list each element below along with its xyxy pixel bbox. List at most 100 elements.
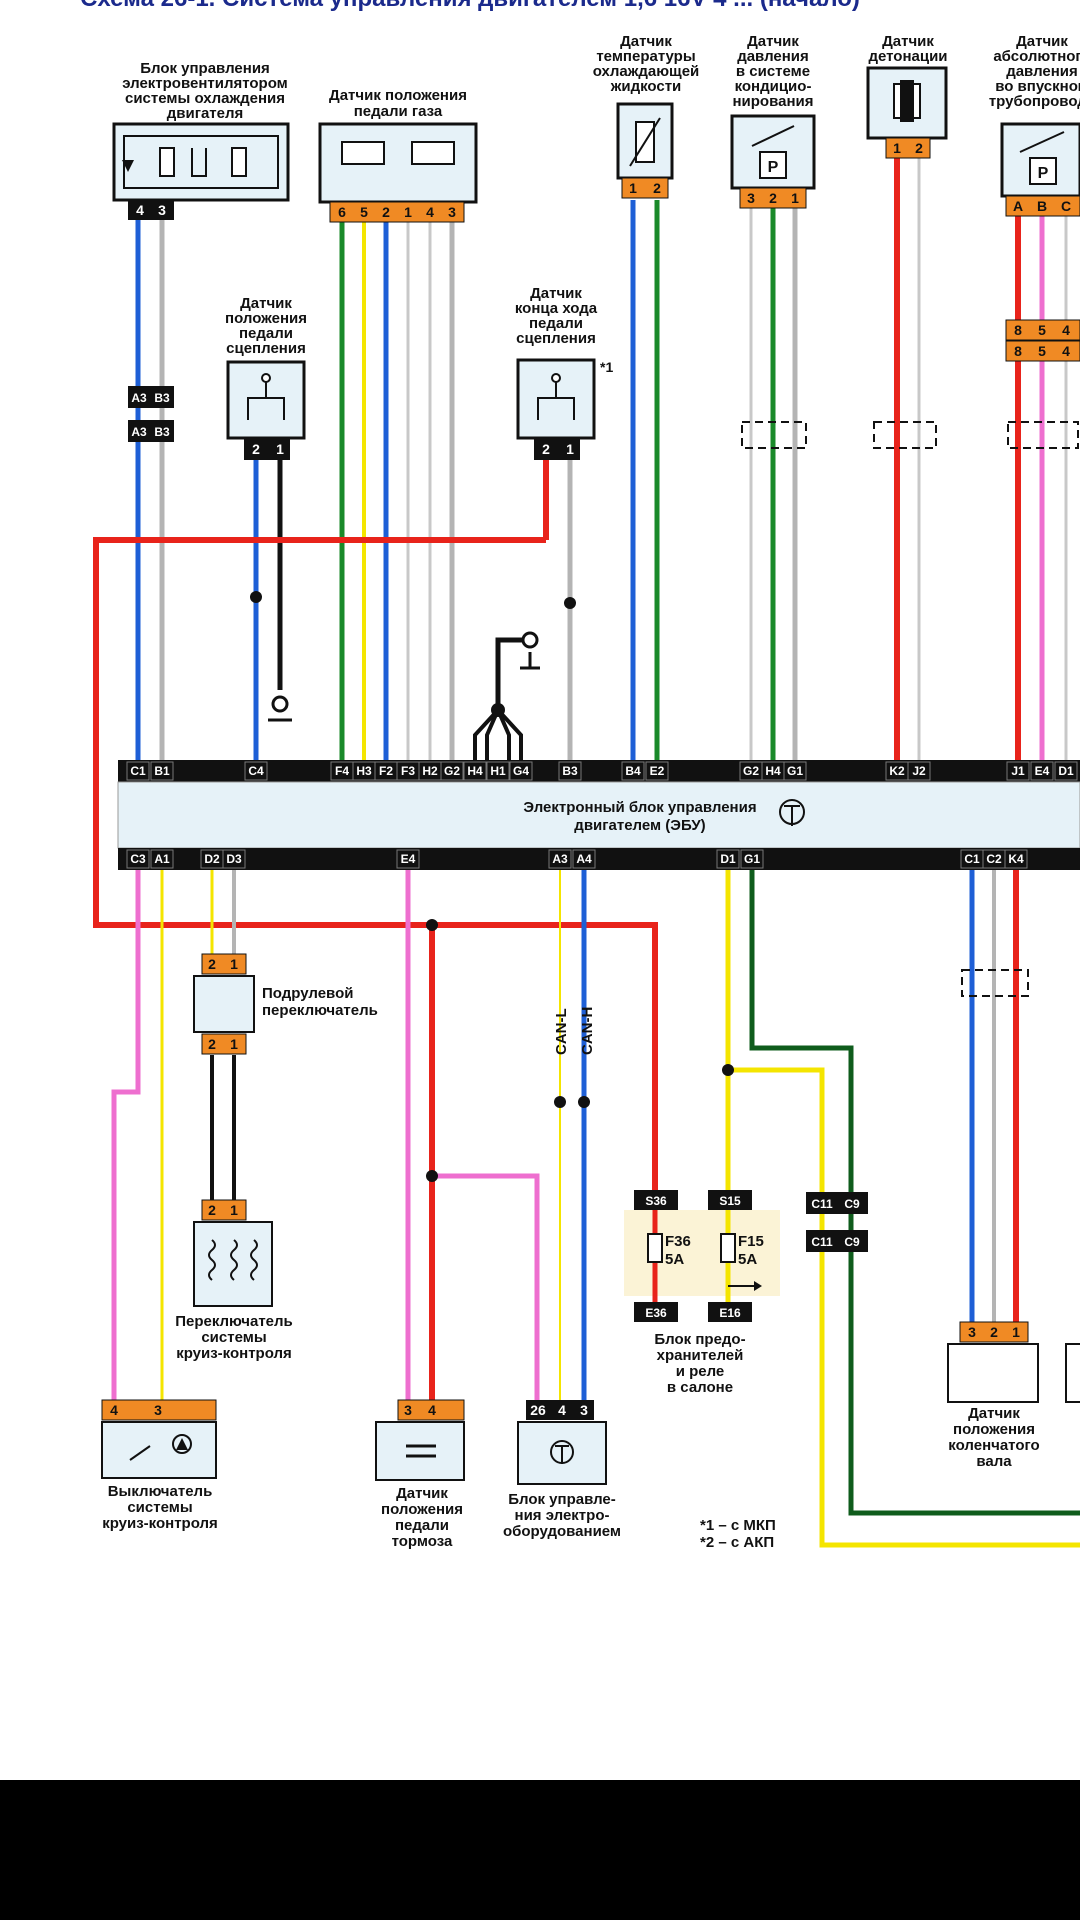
svg-text:3: 3 <box>580 1402 588 1418</box>
brake-pedal-sensor: 3 4 Датчик положения педали тормоза <box>375 1399 465 1550</box>
scan-bottom-edge <box>0 1780 1080 1920</box>
brake-label-2: положения <box>381 1501 463 1518</box>
ecu-bottom-terminal-box <box>396 849 420 869</box>
shield-markers <box>741 421 1079 997</box>
svg-text:4: 4 <box>110 1402 118 1418</box>
ecu-bottom-terminal-g1: G1 <box>744 852 760 866</box>
ecu-bottom-terminal-box <box>126 849 150 869</box>
splice-points <box>250 591 734 1182</box>
clutch-end-footnote-mark: *1 <box>600 359 613 375</box>
ecu-top-terminal-box <box>463 761 487 781</box>
brake-label-3: педали <box>395 1517 449 1534</box>
svg-text:1: 1 <box>276 441 284 457</box>
accel-pin-6: 6 <box>338 204 346 220</box>
coolant-label-3: охлаждающей <box>593 63 700 80</box>
clutch-pos-label-3: педали <box>239 325 293 342</box>
svg-text:4: 4 <box>1062 322 1070 338</box>
ecu-top-terminal-f2: F2 <box>379 764 393 778</box>
ecu-top-terminal-e2: E2 <box>650 764 665 778</box>
ac-label-2: давления <box>737 48 809 65</box>
ecu-bottom-terminal-d3: D3 <box>226 852 242 866</box>
ecu-top-terminal-h2: H2 <box>422 764 438 778</box>
ecu-bottom-terminal-a1: A1 <box>154 852 170 866</box>
wires <box>93 158 1080 1548</box>
clutch-pos-label-4: сцепления <box>226 340 306 357</box>
svg-text:2: 2 <box>208 1036 216 1052</box>
map-label-3: давления <box>1006 63 1078 80</box>
map-pin-c: C <box>1061 198 1071 214</box>
ecu-top-terminal-b3: B3 <box>562 764 578 778</box>
wire-dark-green <box>749 860 1080 1516</box>
svg-text:E16: E16 <box>719 1306 741 1320</box>
ecu-bottom-terminal-box <box>150 849 174 869</box>
crank-label-4: вала <box>976 1453 1012 1470</box>
crank-label-1: Датчик <box>968 1405 1020 1422</box>
svg-text:P: P <box>768 159 779 176</box>
accel-pin-3: 3 <box>448 204 456 220</box>
coolant-label-1: Датчик <box>620 33 672 50</box>
ecu-top-terminal-j2: J2 <box>912 764 926 778</box>
can-l-label: CAN-L <box>553 1008 570 1055</box>
body-ecu-label-2: ния электро- <box>515 1507 610 1524</box>
fuse-box-label-3: и реле <box>676 1363 725 1380</box>
map-pin-b: B <box>1037 198 1047 214</box>
accel-pin-5: 5 <box>360 204 368 220</box>
fan-block-label-3: системы охлаждения <box>125 90 285 107</box>
svg-text:3: 3 <box>404 1402 412 1418</box>
fan-block-label-2: электровентилятором <box>122 75 288 92</box>
connector-a3-b3: A3 B3 A3 B3 <box>128 386 174 442</box>
ecu-title-1: Электронный блок управления <box>523 799 756 816</box>
svg-text:2: 2 <box>208 1202 216 1218</box>
crank-label-2: положения <box>953 1421 1035 1438</box>
svg-text:5: 5 <box>1038 343 1046 359</box>
svg-text:5A: 5A <box>665 1251 684 1268</box>
svg-text:1: 1 <box>230 1036 238 1052</box>
ecu-top-terminal-f3: F3 <box>401 764 415 778</box>
fuse-box-label-4: в салоне <box>667 1379 733 1396</box>
svg-text:5A: 5A <box>738 1251 757 1268</box>
ac-label-4: кондицио- <box>735 78 812 95</box>
ecu-bottom-terminal-e4: E4 <box>401 852 416 866</box>
svg-text:8: 8 <box>1014 322 1022 338</box>
ecu-top-terminal-box <box>440 761 464 781</box>
svg-text:3: 3 <box>968 1324 976 1340</box>
crankshaft-sensor: 3 2 1 Датчик положения коленчатого вала <box>947 1321 1080 1470</box>
ecu-top-terminal-b1: B1 <box>154 764 170 778</box>
map-pin-a: A <box>1013 198 1023 214</box>
cruise-switch-label-2: системы <box>201 1329 266 1346</box>
map-label-2: абсолютного <box>993 48 1080 65</box>
coolant-label-2: температуры <box>596 48 695 65</box>
clutch-end-label-3: педали <box>529 315 583 332</box>
wire-red-supply <box>93 537 658 1190</box>
fan-control-block: Блок управления электровентилятором сист… <box>112 60 290 220</box>
svg-text:C9: C9 <box>844 1235 860 1249</box>
clutch-end-sensor: Датчик конца хода педали сцепления *1 2 … <box>515 285 613 460</box>
svg-text:C11: C11 <box>811 1235 833 1249</box>
steer-label-2: переключатель <box>262 1002 378 1019</box>
ac-pin-1: 1 <box>791 190 799 206</box>
svg-text:P: P <box>1038 165 1049 182</box>
svg-text:S15: S15 <box>719 1194 741 1208</box>
map-label-4: во впускном <box>995 78 1080 95</box>
svg-text:3: 3 <box>154 1402 162 1418</box>
svg-text:2: 2 <box>990 1324 998 1340</box>
accel-label-1: Датчик положения <box>329 87 467 104</box>
wire-pink <box>111 860 141 1400</box>
ac-pin-2: 2 <box>769 190 777 206</box>
ecu-top-terminal-g4: G4 <box>513 764 529 778</box>
ecu-top-terminal-box <box>1054 761 1078 781</box>
ecu-top-terminal-box <box>1030 761 1054 781</box>
ecu-top-terminal-c4: C4 <box>248 764 264 778</box>
fuse-box-label-2: хранителей <box>657 1347 744 1364</box>
ecu-top-terminal-g2: G2 <box>444 764 460 778</box>
ac-pressure-sensor: Датчик давления в системе кондицио- ниро… <box>730 33 816 209</box>
knock-sensor: Датчик детонации 1 2 <box>866 33 948 159</box>
wiring-diagram: Схема 26-1. Система управления двигателе… <box>80 0 1080 1551</box>
clutch-end-label-1: Датчик <box>530 285 582 302</box>
ecu-bottom-terminal-k4: K4 <box>1008 852 1024 866</box>
svg-text:B3: B3 <box>154 425 170 439</box>
ecu-bottom-terminal-box <box>716 849 740 869</box>
ecu-top-terminal-j1: J1 <box>1011 764 1025 778</box>
ac-label-5: нирования <box>732 93 813 110</box>
accelerator-pedal-sensor: Датчик положения педали газа 6 5 2 1 4 3 <box>318 87 478 223</box>
